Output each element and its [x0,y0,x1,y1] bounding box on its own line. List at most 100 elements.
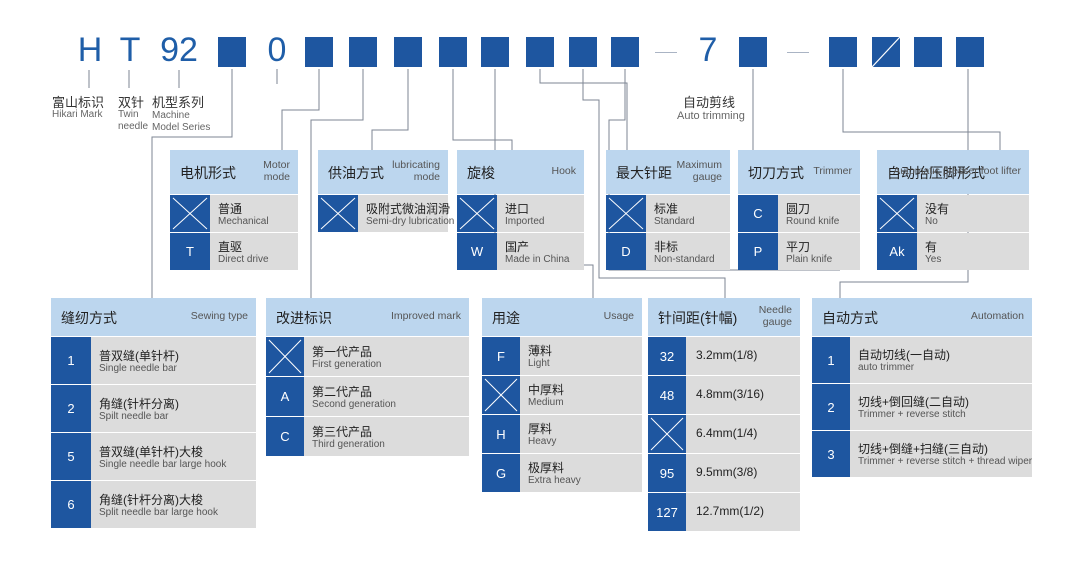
code-box-6 [481,37,509,67]
code-cell: 2 [812,384,850,430]
row-text-en: Third generation [312,438,385,450]
slash-icon [871,36,901,68]
row-text-en: Single needle bar [99,362,177,374]
none-cell [457,195,497,232]
row-text-en: Standard [654,215,695,227]
code-cell: F [482,337,520,375]
twin-label-cn: 双针 [118,95,145,110]
code-box-13 [914,37,942,67]
row-text-en: Trimmer + reverse stitch + thread wiper [858,456,1033,467]
code-cell: C [266,417,304,456]
connector-presser [842,69,1001,150]
none-cell [482,376,520,414]
row-text-en: Made in China [505,253,570,265]
code-box-2 [305,37,333,67]
panel-title-en: Hook [551,165,576,177]
brand-label-cn: 富山标识 [52,95,105,110]
panel-title-cn: 自动方式 [822,310,878,326]
row-text-cn: 吸附式微油润滑 [366,201,451,216]
panel-title-en-1: Maximum [676,159,722,171]
connector-needle-gauge [582,69,726,298]
twin-label-en1: Twin [118,109,139,120]
cross-icon [268,339,302,374]
row-text-cn: 普双缝(单针杆) [99,348,179,363]
panel-row: 3 切线+倒缝+扫缝(三自动)Trimmer + reverse stitch +… [812,431,1032,477]
row-text-cn: 切线+倒回缝(二自动) [858,395,970,409]
model-label-en2: Model Series [152,122,211,133]
model-label-en1: Machine [152,110,190,121]
row-text-en: Single needle bar large hook [99,458,227,470]
row-text: 6.4mm(1/4) [696,426,758,440]
code-cell: T [170,233,210,270]
code-box-9 [611,37,639,67]
code-cell: A [266,377,304,416]
brand-label-en: Hikari Mark [52,109,103,120]
cross-icon [650,417,684,451]
none-cell [606,195,646,232]
panel-title-en: Automatic presser foot lifter [893,165,1021,177]
panel-row: 6.4mm(1/4) [648,415,800,453]
code-cell: C [738,195,778,232]
auto-trim-label-cn: 自动剪线 [683,95,736,110]
cross-icon [172,197,208,230]
row-text-en: Medium [528,397,564,408]
twin-label-en2: needle [118,121,149,132]
row-text-en: First generation [312,358,382,370]
code-box-4 [394,37,422,67]
code-cell: 1 [812,337,850,383]
row-text-en: Imported [505,215,545,227]
row-text-cn: 直驱 [218,239,243,254]
connector-motor [281,69,320,150]
row-text-en: Round knife [786,215,840,227]
row-text-en: Semi-dry lubrication [366,215,455,227]
row-text-cn: 国产 [505,239,530,254]
code-dash-2 [787,52,809,53]
row-text-cn: 切线+倒缝+扫缝(三自动) [858,442,989,456]
code-box-10 [739,37,767,67]
row-text-cn: 第一代产品 [312,344,373,359]
code-cell: 48 [648,376,686,414]
code-box-5 [439,37,467,67]
none-cell [648,415,686,453]
panel-title-en-2: mode [263,171,290,183]
row-text-cn: 普通 [218,201,243,216]
row-text-cn: 厚料 [528,422,553,436]
none-cell [266,337,304,376]
code-cell: Ak [877,233,917,270]
code-cell: W [457,233,497,270]
panel-title-en: Sewing type [190,310,248,322]
code-box-14 [956,37,984,67]
panel-title-cn: 供油方式 [328,165,384,181]
row-text-en: Spilt needle bar [99,410,169,422]
row-text-cn: 平刀 [786,239,811,254]
panel-title-cn: 自动抬压脚形式 [887,165,985,181]
panel-title-cn: 切刀方式 [748,165,804,181]
code-cell: 5 [51,433,91,480]
code-cell: G [482,454,520,492]
code-cell: 3 [812,431,850,477]
panel-title-en-2: gauge [692,171,722,183]
row-text: 3.2mm(1/8) [696,348,758,362]
cross-icon [459,197,495,230]
cross-icon [608,197,644,230]
